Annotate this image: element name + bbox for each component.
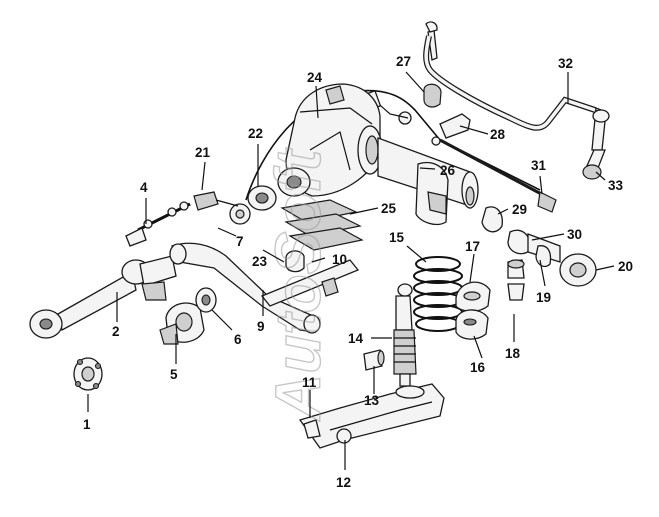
callout-13: 13 — [364, 393, 380, 408]
cross-beam — [169, 242, 360, 334]
callout-17: 17 — [465, 239, 480, 254]
propeller-shaft — [29, 255, 177, 339]
callout-19: 19 — [536, 290, 551, 305]
stabilizer-bar — [423, 21, 596, 131]
watermark: AutoSoft — [261, 146, 334, 422]
parts-drawing — [29, 21, 610, 449]
adjuster-rod — [125, 201, 191, 247]
callout-28: 28 — [490, 127, 506, 142]
arm-bushing — [303, 419, 321, 439]
callout-1: 1 — [83, 417, 91, 432]
shock-absorber — [393, 283, 417, 387]
callout-18: 18 — [505, 346, 521, 361]
bearing-ring — [507, 229, 531, 255]
differential-housing — [277, 83, 383, 197]
callout-labels: 1 2 4 5 6 7 9 10 11 12 13 14 15 16 17 18… — [83, 54, 633, 490]
callout-31: 31 — [531, 158, 547, 173]
callout-32: 32 — [558, 56, 573, 71]
callout-2: 2 — [112, 324, 120, 339]
callout-11: 11 — [302, 375, 317, 390]
callout-16: 16 — [470, 360, 486, 375]
bump-stop-assembly — [507, 259, 525, 301]
callout-23: 23 — [252, 254, 268, 269]
callout-25: 25 — [381, 201, 397, 216]
callout-4: 4 — [140, 180, 148, 195]
callout-21: 21 — [195, 145, 211, 160]
callout-5: 5 — [170, 367, 178, 382]
callout-15: 15 — [389, 230, 405, 245]
bushing-clamp — [439, 113, 471, 139]
rubber-coupling — [73, 357, 103, 391]
leader-lines — [87, 71, 615, 470]
flange-bolts — [193, 191, 219, 211]
callout-26: 26 — [440, 163, 456, 178]
bushing — [363, 349, 383, 371]
lower-arm — [298, 383, 445, 449]
callout-24: 24 — [307, 70, 323, 85]
callout-14: 14 — [348, 331, 364, 346]
spacer-ring — [535, 245, 552, 268]
axle-tube — [377, 137, 479, 226]
callout-30: 30 — [567, 227, 582, 242]
callout-7: 7 — [236, 234, 244, 249]
callout-27: 27 — [396, 54, 411, 69]
watermark-text: AutoSoft — [262, 147, 334, 422]
callout-9: 9 — [257, 319, 265, 334]
callout-22: 22 — [248, 126, 263, 141]
bump-stop — [285, 250, 305, 273]
stabilizer-bushing — [423, 83, 442, 108]
callout-33: 33 — [608, 178, 624, 193]
mounting-plates — [280, 199, 364, 251]
stabilizer-link — [582, 107, 610, 180]
coil-spring — [413, 256, 463, 332]
callout-6: 6 — [234, 332, 242, 347]
callout-10: 10 — [332, 252, 347, 267]
axle-bushing — [481, 206, 503, 233]
callout-12: 12 — [336, 475, 351, 490]
callout-20: 20 — [618, 259, 633, 274]
callout-29: 29 — [512, 202, 527, 217]
